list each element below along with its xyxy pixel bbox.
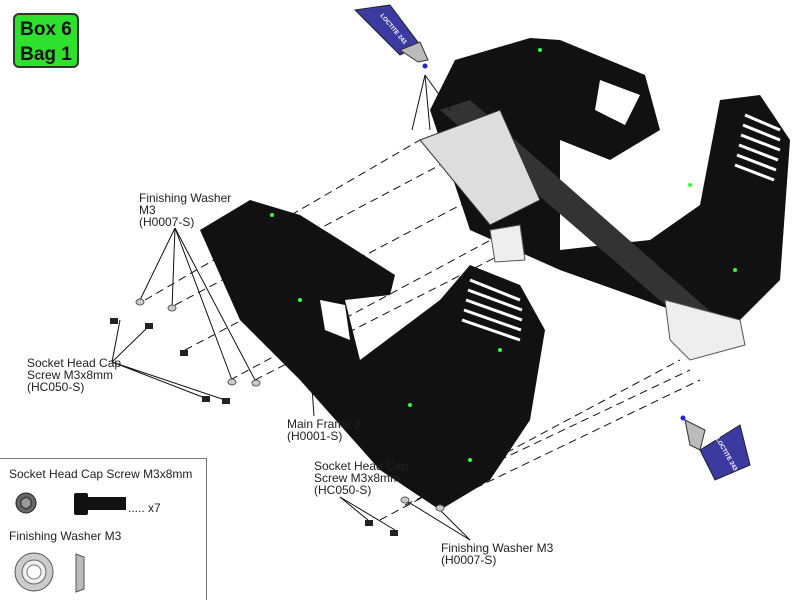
threadlocker-bottle-bottom: LOCTITE 243 xyxy=(680,415,751,481)
parts-legend: Socket Head Cap Screw M3x8mm ..... x7 Fi… xyxy=(0,458,207,600)
screws xyxy=(110,318,398,536)
main-frame xyxy=(200,200,545,510)
hole-markers xyxy=(270,48,737,462)
callout-line: (HC050-S) xyxy=(27,380,85,394)
callout-screw-bottom: Socket Head Cap Screw M3x8mm (HC050-S) xyxy=(314,460,408,496)
box-bag-badge: Box 6 Bag 1 xyxy=(13,13,79,68)
callout-line: (H0007-S) xyxy=(441,553,497,567)
callout-line: (H0001-S) xyxy=(287,429,343,443)
callout-main-frame: Main Frame 2 (H0001-S) xyxy=(287,418,361,442)
callout-line: Screw M3x8mm xyxy=(314,471,401,485)
callout-screw-left: Socket Head Cap Screw M3x8mm (HC050-S) xyxy=(27,357,121,393)
legend-washer-title: Finishing Washer M3 xyxy=(9,529,122,543)
callout-line: Socket Head Cap xyxy=(314,459,409,473)
washer-icon xyxy=(14,552,85,593)
callout-line: Main Frame 2 xyxy=(287,417,362,431)
callout-line: (H0007-S) xyxy=(139,215,195,229)
callout-line: Finishing Washer M3 xyxy=(441,541,554,555)
rear-frame xyxy=(419,38,790,361)
legend-screw-qty: ..... x7 xyxy=(128,501,161,515)
bag-label: Bag 1 xyxy=(20,44,72,65)
callout-line: M3 xyxy=(139,203,156,217)
legend-screw-title: Socket Head Cap Screw M3x8mm xyxy=(9,467,193,481)
callout-line: Finishing Washer xyxy=(139,191,232,205)
callout-washer-top: Finishing Washer M3 (H0007-S) xyxy=(139,192,231,228)
callout-line: Screw M3x8mm xyxy=(27,368,114,382)
callout-line: Socket Head Cap xyxy=(27,356,122,370)
callout-washer-bottom: Finishing Washer M3 (H0007-S) xyxy=(441,542,553,566)
threadlocker-bottle-top: LOCTITE 243 xyxy=(353,4,429,69)
washers xyxy=(135,298,445,512)
screw-icon xyxy=(15,492,126,515)
box-label: Box 6 xyxy=(20,19,72,40)
leader-lines xyxy=(111,74,471,541)
callout-line: (HC050-S) xyxy=(314,483,372,497)
